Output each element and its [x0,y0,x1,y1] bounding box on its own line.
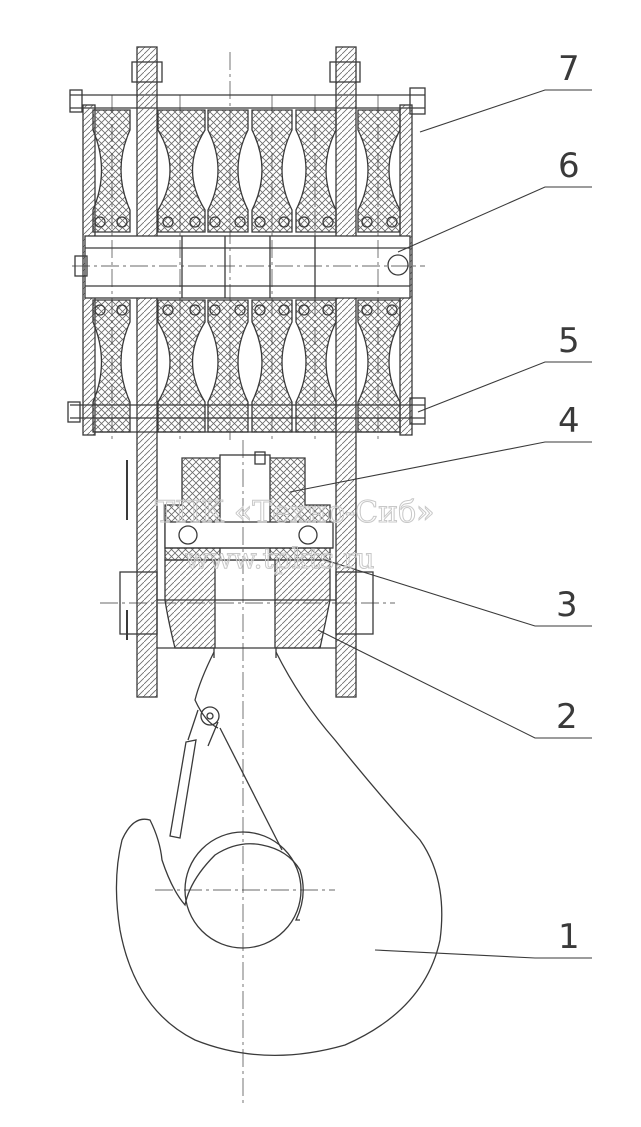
axle-end-nut [387,254,409,276]
watermark-company: ТПК «Техно-Сиб» [155,495,435,530]
callouts: 7 6 5 4 3 2 1 [556,49,580,957]
hook [115,440,443,1105]
callout-3: 3 [556,585,578,625]
callout-6: 6 [558,146,580,186]
traverse-assembly [100,451,395,649]
lower-bolt-nut-right [409,397,426,425]
lower-bolt-nut-left [67,401,81,423]
callout-1: 1 [558,917,580,957]
right-side-plate [335,46,357,698]
sheaves [92,109,401,433]
sheave-axle [84,235,411,299]
top-bolt-nut-right [409,87,426,115]
bearings-lower [94,304,398,316]
callout-5: 5 [558,321,580,361]
watermark-url: www.tpkts.ru [185,542,375,575]
watermark: ТПК «Техно-Сиб» www.tpkts.ru [155,495,436,576]
hook-body [115,651,443,1057]
bearings-upper [94,216,398,228]
pulley-block [67,46,426,698]
callout-7: 7 [558,49,580,89]
locking-screw [254,451,266,465]
callout-leaders [289,89,592,959]
top-bolt-nut-left [69,89,83,113]
callout-2: 2 [556,697,578,737]
left-side-plate [136,46,158,698]
trunnion-left [119,571,158,635]
safety-latch [169,706,283,851]
callout-4: 4 [558,401,580,441]
